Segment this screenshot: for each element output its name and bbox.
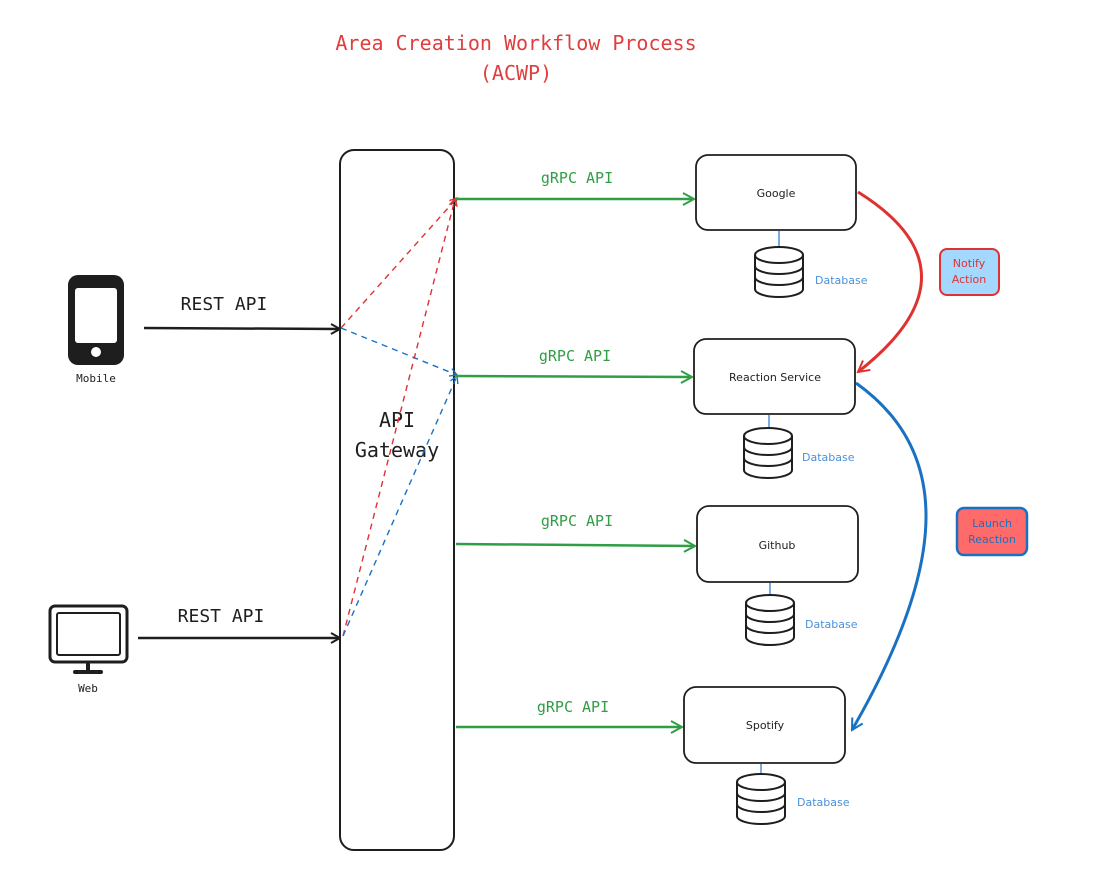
reaction-service-label: Reaction Service [729,371,821,384]
spotify-service-box [683,686,846,764]
web-rest-label: REST API [178,606,265,627]
launch-reaction-label-line1: Launch [972,517,1012,530]
notify-action-arrow [858,190,923,372]
google-service-box [695,154,857,231]
notify-action-badge [939,248,1000,296]
spotify-db-label: Database [797,796,850,809]
mobile-route-blue-dashed [340,327,459,377]
launch-reaction-label-line2: Reaction [968,533,1016,546]
api-gateway-label-line2: Gateway [355,438,439,462]
spotify-grpc-label: gRPC API [537,698,609,716]
mobile-rest-label: REST API [181,294,268,315]
launch-reaction-badge [955,506,1029,557]
web-route-red-dashed [342,197,458,637]
monitor-icon [48,604,129,674]
github-grpc-label: gRPC API [541,512,613,530]
reaction-grpc-arrow [455,376,692,377]
google-service-label: Google [757,187,796,200]
reaction-service-box [693,338,856,415]
mobile-label: Mobile [76,372,116,385]
diagram-title-line1: Area Creation Workflow Process [335,31,696,55]
reaction-db-label: Database [802,451,855,464]
github-service-box [696,505,859,583]
google-grpc-label: gRPC API [541,169,613,187]
diagram-title-line2: (ACWP) [480,61,552,85]
database-icon [754,246,804,298]
web-label: Web [78,682,98,695]
web-route-blue-dashed [342,374,459,637]
database-icon [736,773,786,825]
notify-action-label-line2: Action [952,273,986,286]
database-icon [743,427,793,479]
github-service-label: Github [759,539,796,552]
api-gateway-box [339,149,455,851]
google-db-label: Database [815,274,868,287]
mobile-route-red-dashed [340,196,458,329]
github-db-label: Database [805,618,858,631]
github-grpc-arrow [455,544,695,546]
reaction-grpc-label: gRPC API [539,347,611,365]
launch-reaction-arrow [850,381,928,730]
notify-action-label-line1: Notify [953,257,986,270]
api-gateway-label-line1: API [379,408,415,432]
mobile-rest-arrow [143,328,340,329]
spotify-service-label: Spotify [746,719,785,732]
smartphone-icon [68,275,124,365]
database-icon [745,594,795,646]
